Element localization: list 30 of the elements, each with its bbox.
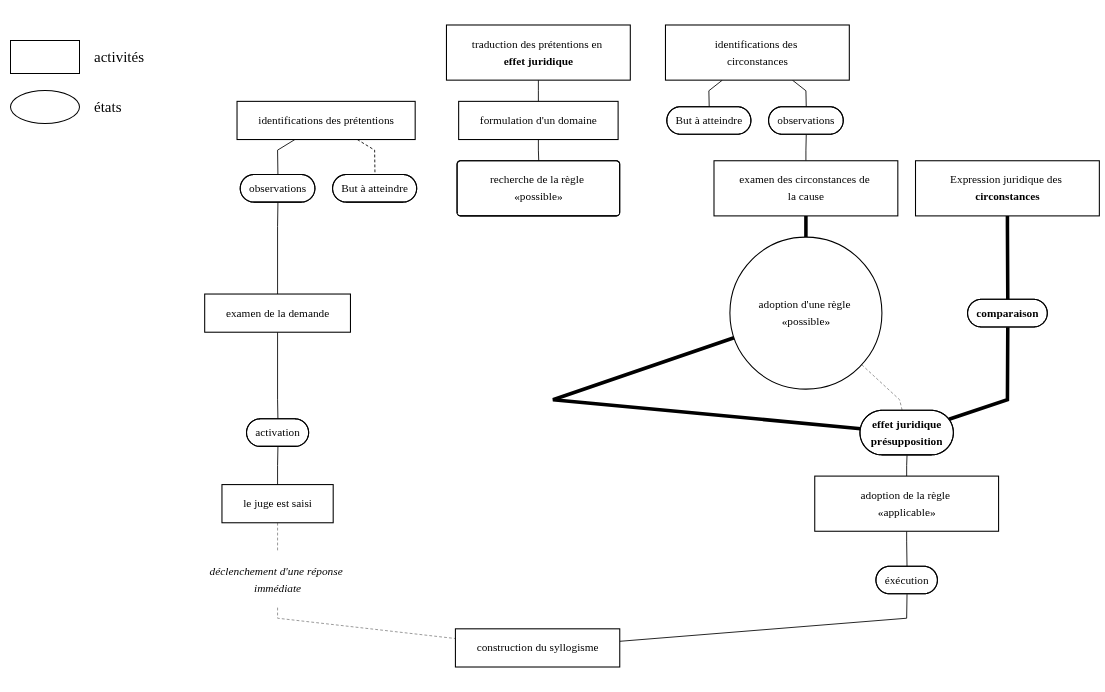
connector — [537, 79, 539, 102]
connector — [906, 454, 908, 477]
node-box: traduction des prétentions en effet juridique — [445, 24, 631, 81]
node-box: identifications des circonstances — [664, 24, 850, 81]
node-box: formulation d'un domaine — [458, 100, 619, 141]
connector — [948, 327, 1010, 421]
connector — [792, 79, 807, 108]
connector — [1005, 215, 1010, 300]
node-box: examen des circonstances de la cause — [713, 160, 899, 217]
connector — [906, 530, 908, 568]
connector — [708, 79, 723, 108]
node-box: identifications des prétentions — [236, 100, 416, 141]
connector — [277, 202, 279, 295]
node-box: le juge est saisi — [221, 484, 334, 524]
connector — [551, 336, 861, 431]
connector — [619, 593, 908, 642]
connector — [805, 134, 807, 162]
node-box: Expression juridique des circonstances — [915, 160, 1100, 217]
legend-label: états — [94, 98, 122, 116]
node-box: adoption de la règle «applicable» — [814, 475, 1000, 532]
connector — [537, 139, 540, 162]
connector — [804, 215, 808, 238]
legend-label: activités — [94, 48, 144, 66]
connector — [277, 522, 278, 553]
node-text: déclenchement d'une réponse immédiate — [209, 565, 343, 595]
connector — [277, 331, 279, 420]
node-box: examen de la demande — [204, 293, 351, 333]
connector — [277, 446, 279, 485]
node-circle: adoption d'une règle «possible» — [729, 236, 883, 390]
node-box: construction du syllogisme — [454, 628, 621, 668]
